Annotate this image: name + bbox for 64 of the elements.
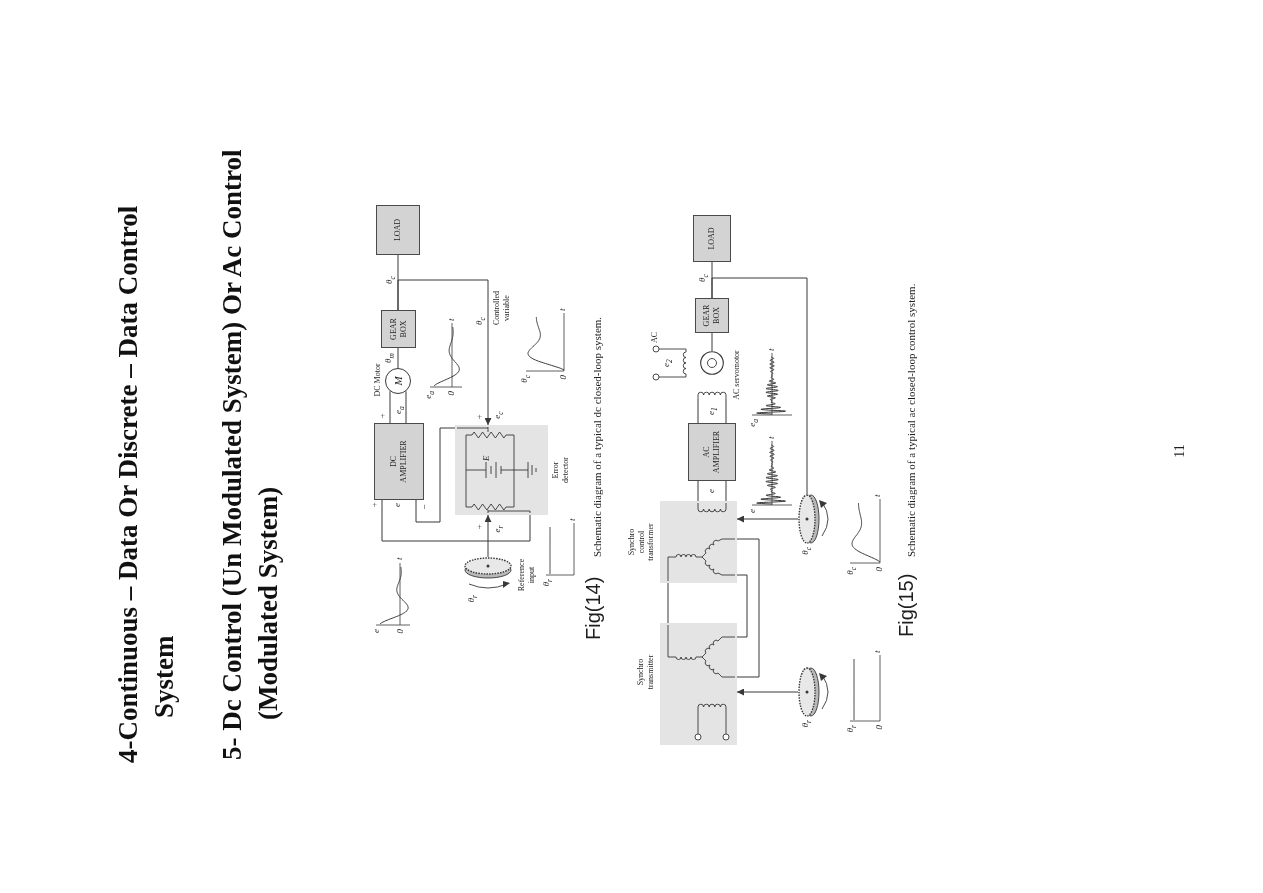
component-label: Error detector (551, 457, 571, 483)
figure-caption: Schematic diagram of a typical dc closed-loop system. (591, 316, 604, 557)
gearbox-block: GEAR BOX (695, 298, 729, 333)
axis-label: t (766, 348, 777, 351)
polarity-sign: + (474, 413, 485, 421)
shaft-arrow (484, 514, 492, 558)
signal-label: e (706, 489, 717, 493)
supply-label: AC (650, 331, 660, 343)
axis-label: t (872, 650, 883, 653)
wire (736, 574, 748, 638)
shaft-arrow (736, 688, 799, 696)
shaft-arrow (736, 515, 799, 523)
axis-label: 0 (558, 375, 569, 380)
component-label: AC servomotor (732, 350, 742, 400)
wire (697, 480, 699, 502)
shaft-line (711, 332, 713, 352)
axis-label: t (872, 494, 883, 497)
axis-label: 0 (874, 725, 885, 730)
polarity-sign: − (419, 503, 430, 511)
figure-number: Fig(15) (895, 573, 918, 637)
amplifier-block: AC AMPLIFIER (688, 423, 736, 481)
wire (381, 499, 531, 542)
component-label: DC Motor (373, 363, 383, 397)
axis-label: t (557, 308, 568, 311)
wire (736, 538, 760, 678)
figure-number: Fig(14) (582, 576, 605, 640)
axis-label: t (446, 318, 457, 321)
wire (415, 427, 456, 523)
signal-label: E (481, 455, 492, 461)
section-heading: 5- Dc Control (Un Modulated System) Or Ac Control (Modulated System) (216, 148, 284, 760)
axis-label: t (766, 436, 777, 439)
feedback-line (711, 277, 808, 495)
feedback-arrow (397, 279, 492, 426)
axis-label: 0 (395, 629, 406, 634)
shaft-line (397, 347, 399, 369)
annotation-label: Controlled variable (492, 290, 512, 326)
wire (667, 582, 669, 624)
wire (389, 390, 391, 424)
polarity-sign: + (474, 523, 485, 531)
section-heading: 4-Continuous – Data Or Discrete – Data Control System (112, 204, 180, 763)
load-block: LOAD (693, 215, 731, 262)
axis-label: t (394, 557, 405, 560)
signal-label: e (392, 503, 403, 507)
page-number: 11 (1172, 444, 1188, 458)
axis-label: t (567, 518, 578, 521)
axis-label: e (747, 509, 758, 513)
shaft-line (397, 254, 399, 311)
amplifier-block: DC AMPLIFIER (374, 423, 424, 500)
wire (725, 480, 727, 502)
wire (405, 390, 407, 424)
polarity-sign: + (377, 412, 388, 420)
load-block: LOAD (376, 205, 420, 255)
figure-caption: Schematic diagram of a typical ac closed-loop control system. (905, 283, 918, 557)
polarity-sign: + (369, 501, 380, 509)
axis-label: e (371, 629, 382, 633)
axis-label: 0 (874, 567, 885, 572)
motor-label: M (391, 376, 405, 386)
gearbox-block: GEAR BOX (381, 310, 416, 348)
wire (697, 398, 699, 424)
component-label: Synchro control transformer (627, 523, 656, 561)
component-label: Synchro transmitter (636, 654, 656, 690)
wire (725, 398, 727, 424)
axis-label: 0 (446, 391, 457, 396)
component-label: Reference input (517, 558, 537, 592)
